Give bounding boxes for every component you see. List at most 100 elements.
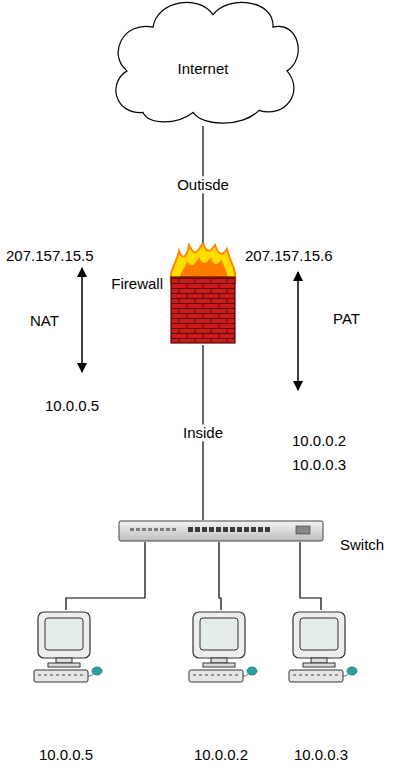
mouse — [247, 667, 257, 675]
monitor-case — [38, 612, 90, 658]
translation-type: PAT — [333, 310, 360, 327]
firewall-icon — [167, 243, 239, 345]
monitor-stand — [211, 658, 227, 663]
uplink-port — [296, 526, 310, 534]
mouse — [347, 667, 357, 675]
label-holder: 10.0.0.5 — [45, 397, 99, 414]
switch-ports — [130, 526, 310, 534]
computer-icon — [28, 610, 104, 690]
edge-label-holder: Outisde — [174, 176, 232, 193]
monitor-base — [303, 663, 335, 667]
label-holder: 10.0.0.3 — [292, 456, 346, 473]
network-link — [219, 542, 221, 610]
monitor-screen — [300, 618, 338, 650]
keys — [293, 675, 338, 676]
key — [305, 674, 308, 676]
key — [56, 674, 59, 676]
pc-node: 10.0.0.3 — [283, 610, 359, 763]
key — [293, 674, 296, 676]
led — [136, 528, 140, 531]
key — [235, 674, 238, 676]
monitor-stand — [311, 658, 327, 663]
led — [172, 528, 176, 531]
key — [211, 674, 214, 676]
brick-wall — [171, 277, 235, 343]
port — [251, 527, 256, 532]
label-holder: PAT — [333, 310, 360, 327]
key — [38, 674, 41, 676]
pc-node: 10.0.0.5 — [28, 610, 104, 763]
key — [335, 674, 338, 676]
led — [130, 528, 134, 531]
node-label: 10.0.0.5 — [39, 746, 93, 763]
node-label: Firewall — [111, 275, 163, 292]
port — [265, 527, 270, 532]
key — [62, 674, 65, 676]
nat-arrow — [81, 268, 83, 372]
ip-address: 10.0.0.3 — [292, 456, 346, 473]
led — [148, 528, 152, 531]
led — [154, 528, 158, 531]
label-holder: 207.157.15.5 — [6, 247, 94, 264]
keyboard — [189, 670, 243, 682]
led — [160, 528, 164, 531]
cloud-node: Internet — [103, 0, 303, 126]
key — [229, 674, 232, 676]
key — [50, 674, 53, 676]
cloud-outline — [116, 2, 298, 123]
key — [323, 674, 326, 676]
ip-address: 10.0.0.2 — [292, 432, 346, 449]
node-label: 10.0.0.2 — [194, 746, 248, 763]
port — [216, 527, 221, 532]
translation-type: NAT — [30, 312, 59, 329]
label-holder: NAT — [30, 312, 59, 329]
key — [299, 674, 302, 676]
node-label: 10.0.0.3 — [294, 746, 348, 763]
node-label: Switch — [340, 536, 384, 553]
pc-node: 10.0.0.2 — [183, 610, 259, 763]
network-link — [66, 542, 145, 610]
key — [317, 674, 320, 676]
monitor-stand — [56, 658, 72, 663]
keyboard — [289, 670, 343, 682]
key — [205, 674, 208, 676]
key — [68, 674, 71, 676]
pat-arrow — [297, 272, 299, 390]
monitor-base — [203, 663, 235, 667]
led — [142, 528, 146, 531]
ip-address: 207.157.15.5 — [6, 247, 94, 264]
mouse — [92, 667, 102, 675]
ip-address: 10.0.0.5 — [45, 397, 99, 414]
key — [199, 674, 202, 676]
port — [223, 527, 228, 532]
key — [44, 674, 47, 676]
monitor-case — [293, 612, 345, 658]
port — [195, 527, 200, 532]
port — [244, 527, 249, 532]
keyboard — [34, 670, 88, 682]
port — [258, 527, 263, 532]
port — [237, 527, 242, 532]
switch-node: Switch — [118, 520, 384, 542]
interface-label: Inside — [180, 424, 226, 441]
key — [217, 674, 220, 676]
network-link — [300, 542, 321, 610]
key — [80, 674, 83, 676]
computer-icon — [283, 610, 359, 690]
port — [230, 527, 235, 532]
key — [74, 674, 77, 676]
keys — [193, 675, 238, 676]
label-holder: 207.157.15.6 — [245, 247, 333, 264]
port — [188, 527, 193, 532]
key — [311, 674, 314, 676]
key — [329, 674, 332, 676]
monitor-screen — [45, 618, 83, 650]
monitor-screen — [200, 618, 238, 650]
edge-label-holder: Inside — [180, 424, 226, 441]
switch-icon — [118, 520, 324, 542]
interface-label: Outisde — [174, 176, 232, 193]
ip-address: 207.157.15.6 — [245, 247, 333, 264]
key — [223, 674, 226, 676]
node-label: Internet — [178, 60, 229, 77]
label-holder: 10.0.0.2 — [292, 432, 346, 449]
